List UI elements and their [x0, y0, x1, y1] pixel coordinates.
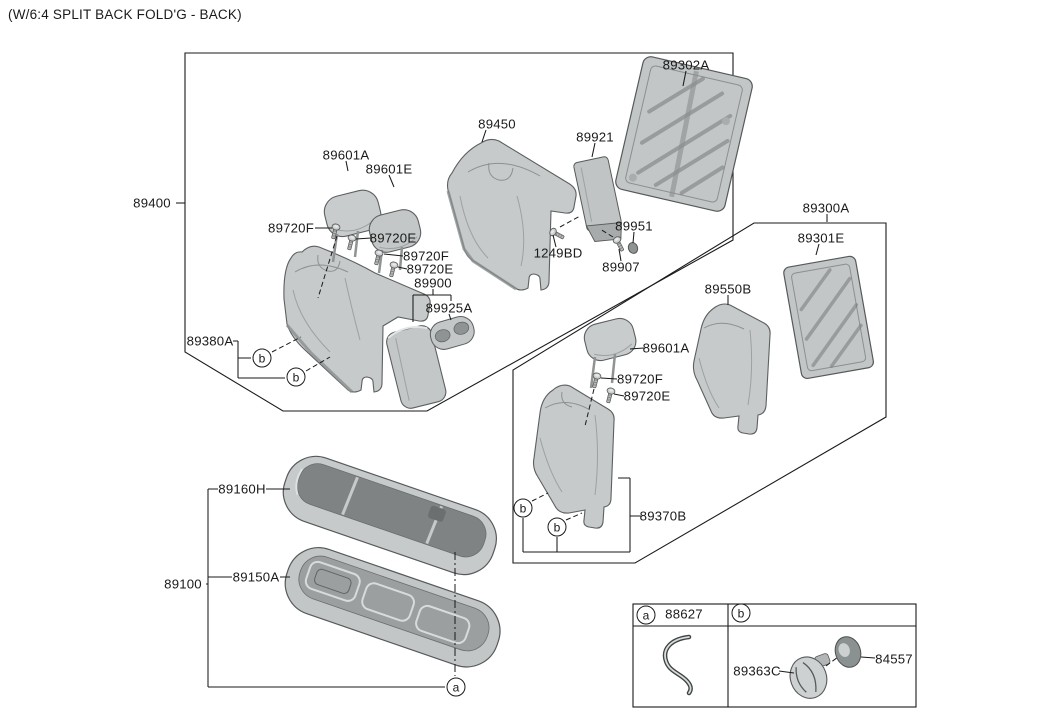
- callout-marker-b: b: [252, 348, 272, 368]
- seat-back-89370B-illustration: [532, 384, 615, 529]
- callout-marker-b: b: [286, 367, 306, 387]
- part-label-89601A-left: 89601A: [322, 147, 370, 163]
- cap-89951-icon: [627, 242, 639, 254]
- part-label-1249BD: 1249BD: [533, 245, 583, 261]
- part-label-89160H: 89160H: [218, 481, 266, 497]
- part-label-89400: 89400: [133, 195, 171, 211]
- callout-marker-b: b: [547, 517, 567, 537]
- seat-back-89550B-illustration: [692, 303, 771, 435]
- part-label-89370B: 89370B: [639, 508, 687, 524]
- legend-part-label-84557: 84557: [875, 651, 913, 667]
- cushion-cover-89160H-illustration: [282, 455, 497, 576]
- headrest-89601E-illustration: [368, 209, 422, 274]
- part-label-89601A-right: 89601A: [642, 340, 690, 356]
- part-label-89150A: 89150A: [232, 569, 280, 585]
- part-label-89300A: 89300A: [802, 200, 850, 216]
- cushion-pad-89150A-illustration: [284, 547, 501, 668]
- part-label-89720E-3: 89720E: [623, 388, 671, 404]
- bolt-89720E-icon: [603, 386, 617, 405]
- leader-lines: [176, 70, 876, 688]
- part-label-89380A: 89380A: [186, 333, 234, 349]
- bolt-89720E-icon: [386, 260, 400, 279]
- legend-marker-b: b: [731, 603, 751, 623]
- part-label-89925A: 89925A: [425, 300, 473, 316]
- legend-table: [632, 603, 917, 708]
- legend-part-label-89363C: 89363C: [733, 663, 781, 679]
- callout-marker-b: b: [513, 498, 533, 518]
- legend-part-label-88627: 88627: [665, 606, 703, 622]
- part-label-89601E: 89601E: [365, 161, 413, 177]
- fasteners: [328, 222, 639, 405]
- back-panel-89302A-illustration: [615, 56, 753, 212]
- seat-back-89380A-illustration: [283, 245, 431, 394]
- screw-1249BD-icon: [547, 226, 566, 242]
- part-label-89302A: 89302A: [662, 57, 710, 73]
- part-label-89900: 89900: [414, 275, 452, 291]
- cup-holder-89925A-illustration: [429, 316, 475, 350]
- headrest-89601A-right-illustration: [583, 317, 637, 389]
- guide-89921-illustration: [573, 156, 622, 242]
- part-label-89907: 89907: [602, 259, 640, 275]
- part-label-89100: 89100: [164, 576, 202, 592]
- seat-back-89450-illustration: [446, 138, 577, 291]
- back-panel-89301E-illustration: [783, 255, 874, 380]
- group-boxes: [184, 52, 917, 708]
- diagram-title: (W/6:4 SPLIT BACK FOLD'G - BACK): [8, 7, 242, 22]
- part-label-89550B: 89550B: [704, 281, 752, 297]
- callout-marker-a: a: [446, 677, 466, 697]
- grommet-84557-icon: [834, 636, 862, 668]
- part-label-89720E-1: 89720E: [369, 230, 417, 246]
- armrest-89900-illustration: [386, 325, 447, 409]
- part-label-89720F-1: 89720F: [268, 220, 314, 236]
- part-label-89720F-3: 89720F: [617, 371, 663, 387]
- part-label-89921: 89921: [576, 129, 614, 145]
- group-box-89400: [184, 52, 734, 412]
- clip-89363C-icon: [789, 653, 831, 699]
- legend-marker-a: a: [636, 605, 656, 625]
- part-label-89951: 89951: [615, 218, 653, 234]
- part-label-89720E-2: 89720E: [406, 261, 454, 277]
- dashed-reference-lines: [271, 215, 839, 667]
- part-label-89720F-2: 89720F: [403, 248, 449, 264]
- part-label-89301E: 89301E: [797, 230, 845, 246]
- group-box-89300A: [512, 222, 887, 564]
- legend-artwork: [662, 634, 862, 699]
- part-label-89450: 89450: [478, 116, 516, 132]
